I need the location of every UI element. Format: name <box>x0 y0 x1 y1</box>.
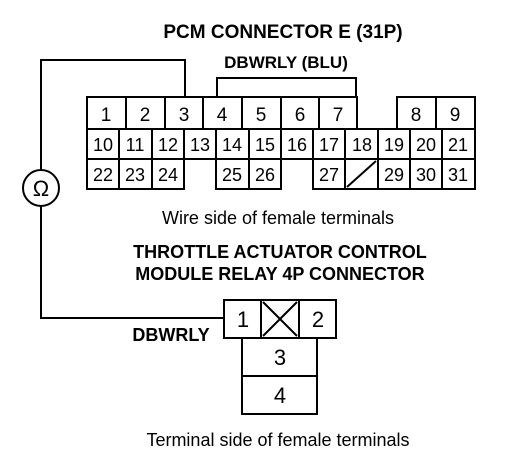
upper-test-lead <box>40 59 186 170</box>
lower-test-lead <box>40 206 224 319</box>
pcm-pin: 2 <box>140 105 151 126</box>
pcm-pin: 1 <box>101 105 112 126</box>
pcm-pin: 6 <box>295 105 306 126</box>
pcm-pin: 20 <box>416 135 436 155</box>
pcm-pin: 16 <box>287 135 307 155</box>
pcm-pin: 8 <box>411 105 422 126</box>
pcm-pin: 23 <box>125 165 145 185</box>
pcm-pin: 15 <box>255 135 275 155</box>
empty-slot-mark <box>262 301 298 337</box>
empty-slot-mark <box>346 160 377 188</box>
ohmmeter-icon: Ω <box>22 169 60 207</box>
pcm-pin: 25 <box>222 165 242 185</box>
pcm-pin: 3 <box>179 105 190 126</box>
pcm-pin: 10 <box>93 135 113 155</box>
relay-pin: 4 <box>274 383 286 408</box>
pcm-pin: 21 <box>448 135 468 155</box>
pcm-pin: 24 <box>158 165 178 185</box>
pcm-pin: 12 <box>158 135 178 155</box>
pcm-pin: 19 <box>384 135 404 155</box>
pcm-pin: 13 <box>190 135 210 155</box>
relay-pin: 1 <box>237 307 249 332</box>
pcm-pin: 27 <box>319 165 339 185</box>
ohm-symbol: Ω <box>33 176 49 201</box>
pcm-connector <box>86 96 476 190</box>
relay-title-line2: MODULE RELAY 4P CONNECTOR <box>135 264 424 284</box>
pcm-pin: 22 <box>93 165 113 185</box>
relay-pin: 2 <box>312 307 324 332</box>
pcm-pin: 4 <box>217 105 228 126</box>
pcm-pin: 29 <box>384 165 404 185</box>
relay-title-line1: THROTTLE ACTUATOR CONTROL <box>133 242 427 262</box>
relay-pin: 3 <box>274 345 286 370</box>
pcm-pin: 9 <box>450 105 461 126</box>
relay-caption: Terminal side of female terminals <box>146 430 409 450</box>
pcm-pin: 7 <box>333 105 344 126</box>
pcm-pin: 30 <box>416 165 436 185</box>
pcm-caption: Wire side of female terminals <box>162 208 394 228</box>
pcm-pin: 11 <box>126 135 145 155</box>
pcm-wire-label: DBWRLY (BLU) <box>224 53 348 72</box>
pin-bracket <box>216 77 357 97</box>
pcm-pin: 17 <box>319 135 339 155</box>
pcm-pin: 5 <box>256 105 267 126</box>
relay-wire-label: DBWRLY <box>132 325 209 345</box>
pcm-pin: 14 <box>222 135 242 155</box>
pcm-pin: 18 <box>352 135 372 155</box>
relay-connector <box>223 299 337 415</box>
pcm-connector-title: PCM CONNECTOR E (31P) <box>163 22 402 43</box>
pcm-pin: 31 <box>448 165 468 185</box>
pcm-pin: 26 <box>255 165 275 185</box>
